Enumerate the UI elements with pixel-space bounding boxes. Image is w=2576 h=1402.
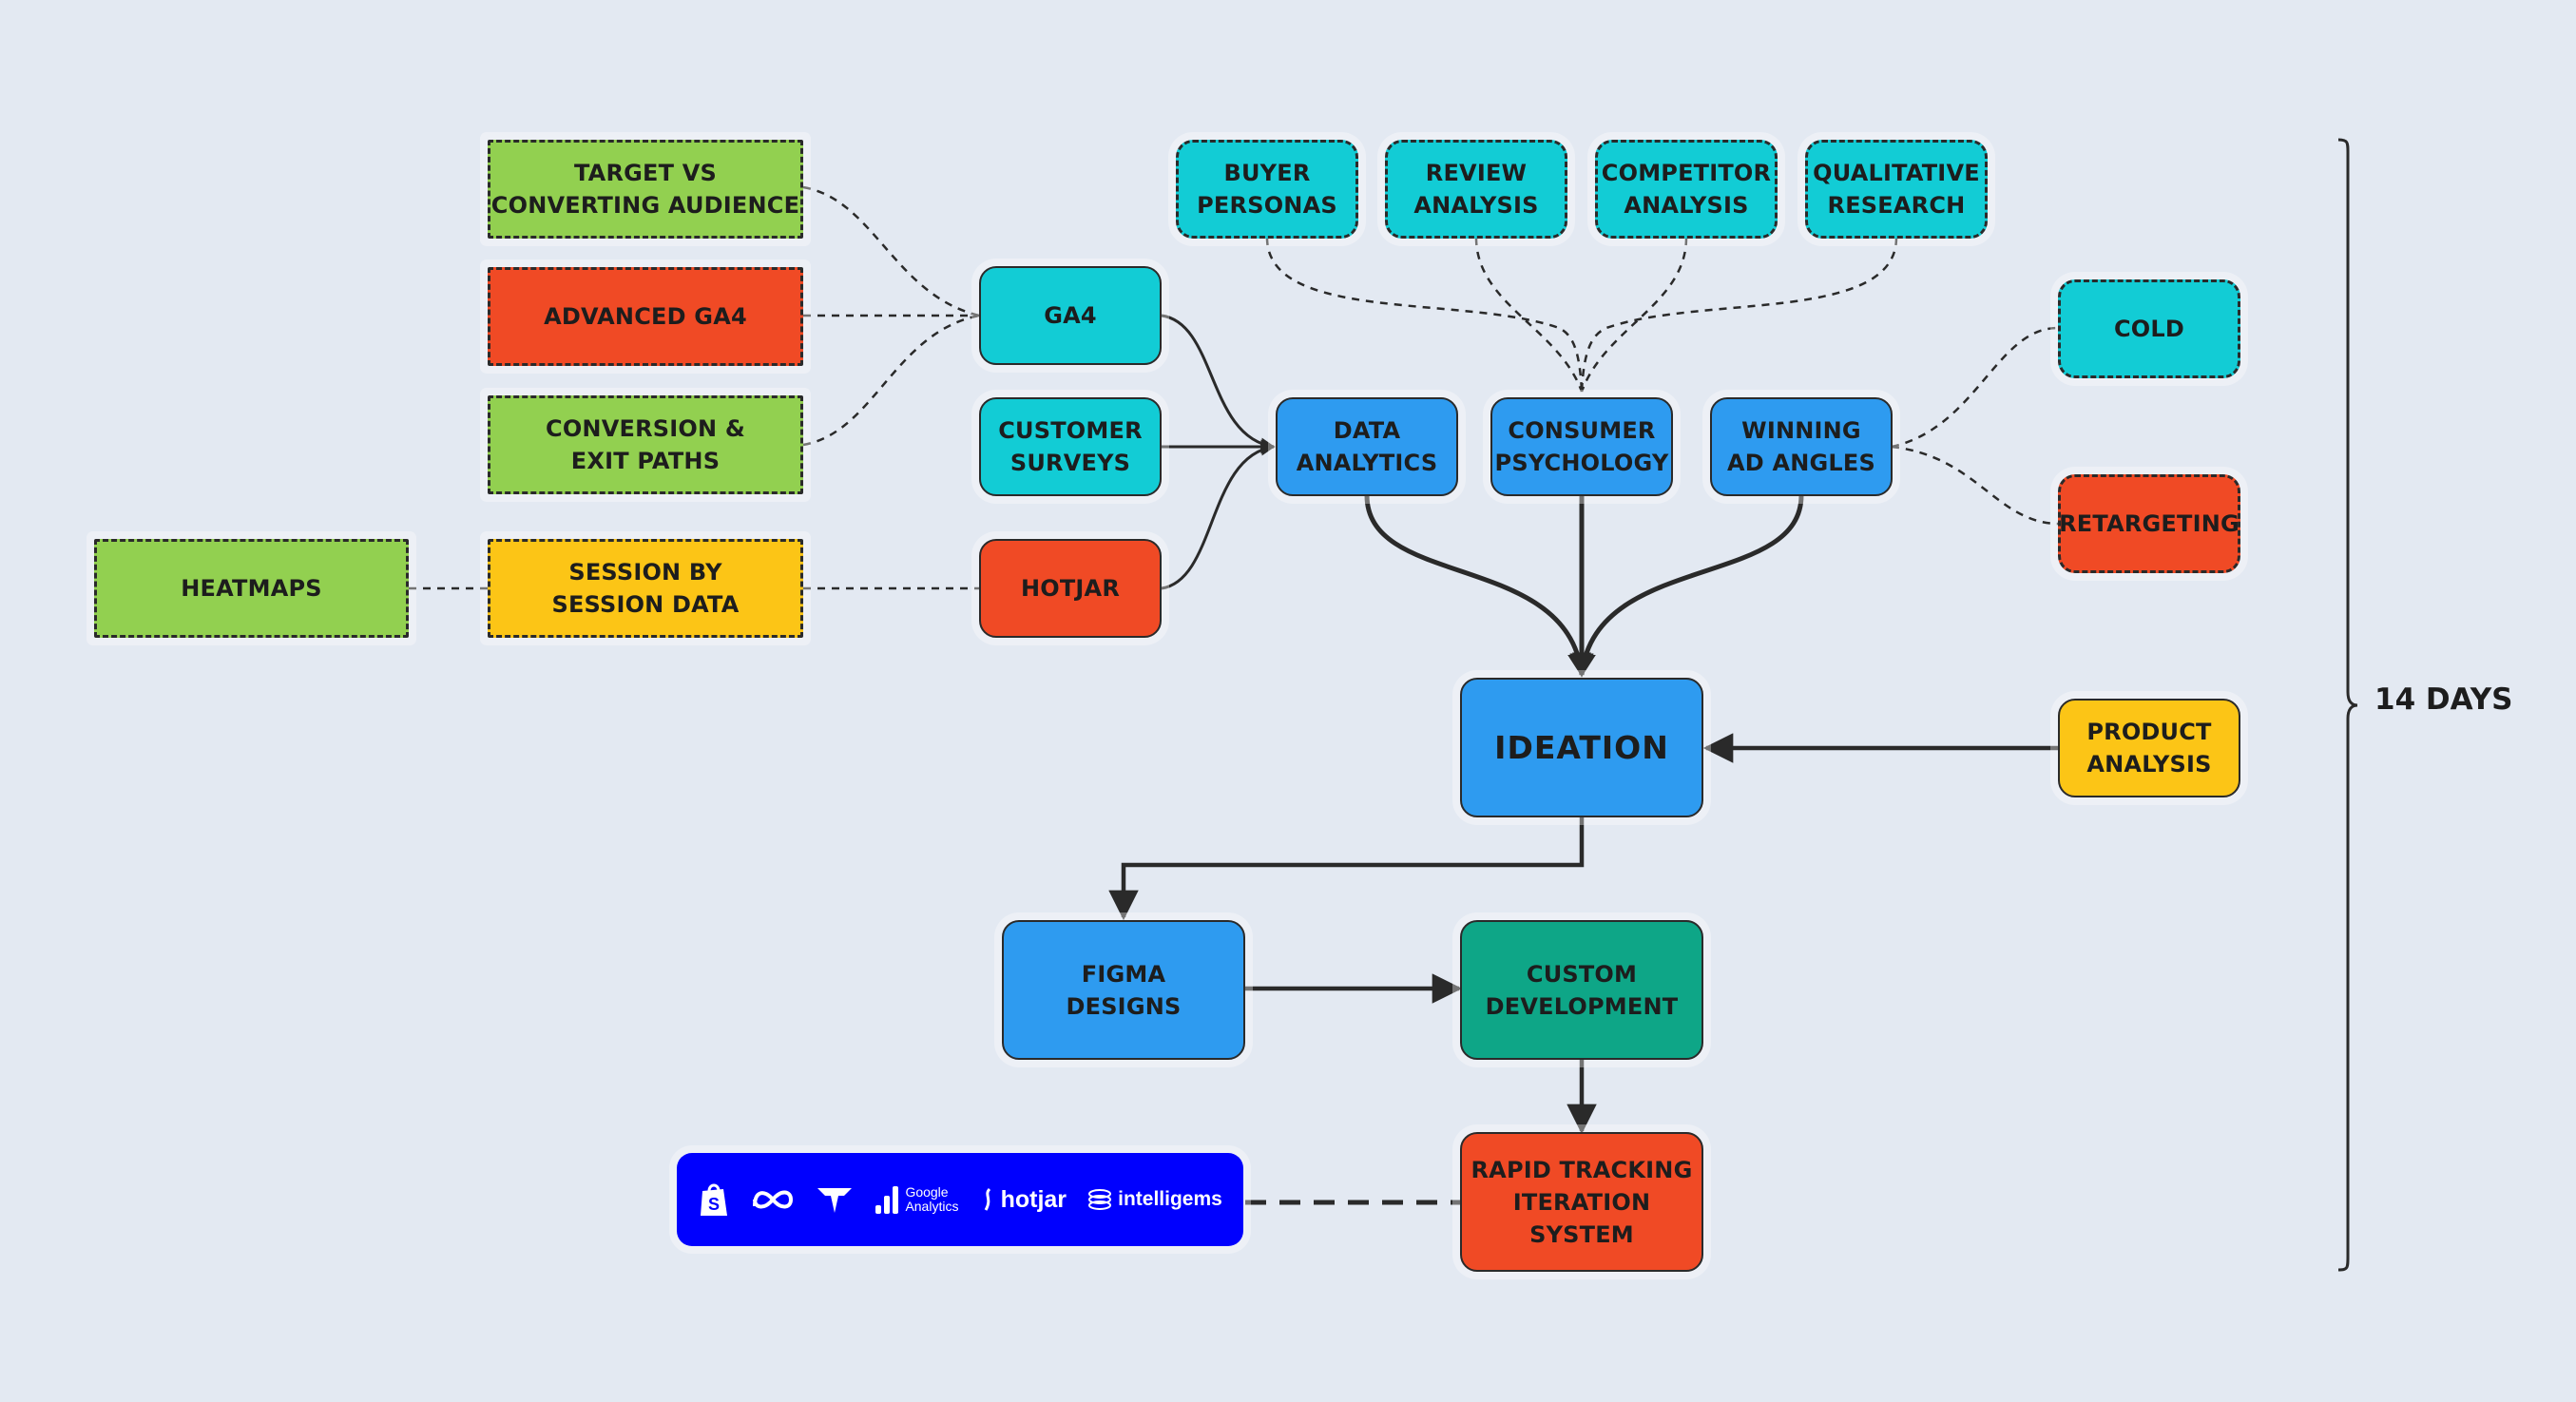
node-advanced-ga4: ADVANCED GA4 [488,267,803,366]
node-buyer-personas: BUYER PERSONAS [1176,140,1358,239]
node-session-by-session: SESSION BY SESSION DATA [488,539,803,638]
edge-ideation-figma [1108,817,1585,921]
triple-whale-icon [816,1184,854,1215]
node-qualitative-research: QUALITATIVE RESEARCH [1805,140,1988,239]
edge-target-ga4 [802,185,980,317]
duration-label: 14 DAYS [2374,682,2513,717]
node-customer-surveys: CUSTOMER SURVEYS [979,397,1162,496]
node-cold: COLD [2058,279,2240,378]
node-ga4: GA4 [979,266,1162,365]
edge-conversion-ga4 [802,314,980,447]
edge-qualitative-psych [1580,237,1898,393]
intelligems-icon: intelligems [1087,1187,1222,1212]
node-conversion-exit-paths: CONVERSION & EXIT PATHS [488,395,803,494]
hotjar-wordmark: hotjar [1000,1185,1067,1213]
shopify-icon: S [698,1181,730,1218]
svg-text:S: S [708,1195,720,1214]
google-analytics-line2: Analytics [905,1199,959,1214]
node-retargeting: RETARGETING [2058,474,2240,573]
node-heatmaps: HEATMAPS [94,539,409,638]
edge-angles-ideation [1572,494,1804,678]
hotjar-icon: hotjar [980,1186,1067,1214]
edge-angles-cold [1891,326,2059,449]
edge-hotjar-data [1161,441,1276,590]
node-consumer-psychology: CONSUMER PSYCHOLOGY [1490,397,1673,496]
node-target-vs-converting: TARGET VS CONVERTING AUDIENCE [488,140,803,239]
meta-icon [751,1187,795,1212]
intelligems-wordmark: intelligems [1118,1188,1222,1210]
edge-data-ideation [1364,494,1591,678]
node-data-analytics: DATA ANALYTICS [1276,397,1458,496]
edge-review-psych [1474,237,1584,393]
google-analytics-line1: Google [905,1184,949,1200]
node-ideation: IDEATION [1460,678,1703,817]
edge-angles-retargeting [1891,445,2059,526]
node-review-analysis: REVIEW ANALYSIS [1385,140,1567,239]
node-figma-designs: FIGMA DESIGNS [1002,920,1245,1060]
edge-personas-psych [1265,237,1584,393]
edge-ga4-data [1161,314,1276,452]
node-custom-development: CUSTOM DEVELOPMENT [1460,920,1703,1060]
node-product-analysis: PRODUCT ANALYSIS [2058,699,2240,797]
node-competitor-analysis: COMPETITOR ANALYSIS [1595,140,1778,239]
node-winning-ad-angles: WINNING AD ANGLES [1710,397,1893,496]
node-hotjar: HOTJAR [979,539,1162,638]
duration-bracket [2337,138,2358,1272]
edge-competitor-psych [1580,237,1688,393]
node-rapid-tracking: RAPID TRACKING ITERATION SYSTEM [1460,1132,1703,1272]
